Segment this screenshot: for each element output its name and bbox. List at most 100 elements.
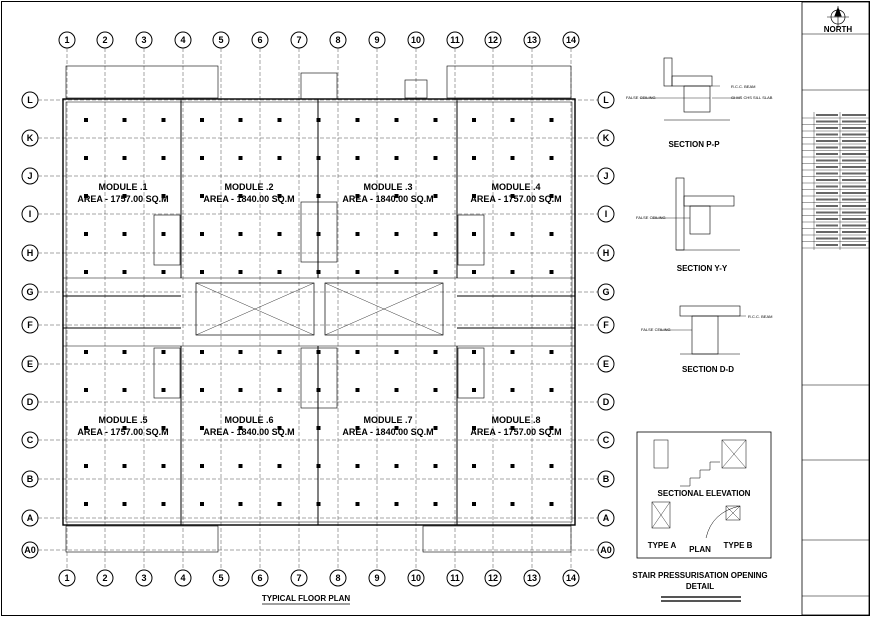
grid-bubble-label: 12 (488, 35, 498, 45)
column (510, 502, 515, 506)
column (316, 502, 321, 506)
grid-bubble-label: J (603, 171, 608, 181)
column (277, 118, 282, 122)
grid-bubble-col-3-top: 3 (135, 31, 153, 49)
column (316, 118, 321, 122)
section-yy-label-ceiling: FALSE CEILING (636, 215, 666, 220)
column (316, 350, 321, 354)
grid-bubble-row-C-right: C (597, 431, 615, 449)
column (84, 194, 88, 198)
structural-columns (84, 118, 554, 506)
grid-bubble-row-F-right: F (597, 316, 615, 334)
grid-bubble-row-I-right: I (597, 205, 615, 223)
grid-bubble-label: G (26, 287, 33, 297)
section-dd-label-ceiling: FALSE CEILING (641, 327, 671, 332)
grid-bubble-label: 9 (374, 35, 379, 45)
grid-bubble-label: 4 (180, 573, 185, 583)
module-area: AREA - 1757.00 SQ.M (470, 427, 561, 437)
service-blocks (65, 65, 572, 553)
section-d-d (660, 305, 746, 355)
column (355, 194, 360, 198)
grid-bubble-label: F (27, 320, 33, 330)
column (200, 464, 204, 468)
column (433, 426, 438, 430)
grid-bubble-row-D-right: D (597, 393, 615, 411)
grid-bubble-row-K-left: K (21, 129, 39, 147)
column (238, 118, 243, 122)
column (161, 194, 166, 198)
grid-bubble-row-H-right: H (597, 244, 615, 262)
module-name: MODULE .8 (491, 415, 540, 425)
stair-detail-box (636, 431, 772, 559)
grid-bubble-row-A-right: A (597, 509, 615, 527)
column (200, 156, 204, 160)
column (316, 388, 321, 392)
column (510, 388, 515, 392)
grid-bubble-label: 8 (335, 573, 340, 583)
title-block (801, 1, 870, 616)
grid-bubble-col-6-top: 6 (251, 31, 269, 49)
column (355, 502, 360, 506)
grid-bubble-label: 1 (64, 35, 69, 45)
grid-bubble-col-14-bottom: 14 (562, 569, 580, 587)
grid-bubble-label: C (27, 435, 34, 445)
grid-bubble-label: 2 (102, 573, 107, 583)
grid-bubble-row-E-right: E (597, 355, 615, 373)
column (510, 156, 515, 160)
column (238, 464, 243, 468)
column (355, 464, 360, 468)
grid-bubble-col-1-bottom: 1 (58, 569, 76, 587)
section-pp-label-ceiling: FALSE CEILING (626, 95, 656, 100)
grid-bubble-label: B (603, 474, 610, 484)
column (238, 232, 243, 236)
column (122, 156, 127, 160)
grid-bubble-label: 13 (527, 573, 537, 583)
column (84, 502, 88, 506)
column (394, 156, 399, 160)
section-pp-label-sill: GI MS CHS SILL SLAB (731, 95, 773, 100)
column (277, 270, 282, 274)
column (549, 426, 554, 430)
column (200, 502, 204, 506)
column (84, 388, 88, 392)
grid-bubble-label: G (602, 287, 609, 297)
grid-bubble-label: 4 (180, 35, 185, 45)
module-area: AREA - 1840.00 SQ.M (342, 194, 433, 204)
column (200, 118, 204, 122)
grid-bubble-label: J (27, 171, 32, 181)
column (510, 350, 515, 354)
column (84, 426, 88, 430)
column (472, 388, 476, 392)
module-area: AREA - 1757.00 SQ.M (470, 194, 561, 204)
column (200, 194, 204, 198)
grid-bubble-label: L (603, 95, 609, 105)
grid-bubble-row-B-right: B (597, 470, 615, 488)
column (84, 156, 88, 160)
column (277, 388, 282, 392)
grid-bubble-label: D (603, 397, 610, 407)
plan-title: TYPICAL FLOOR PLAN (262, 594, 351, 603)
grid-bubble-row-B-left: B (21, 470, 39, 488)
column (433, 388, 438, 392)
grid-bubble-label: 7 (296, 35, 301, 45)
grid-bubble-col-2-top: 2 (96, 31, 114, 49)
column (84, 350, 88, 354)
column (161, 118, 166, 122)
grid-bubble-label: 13 (527, 35, 537, 45)
column (277, 194, 282, 198)
grid-bubble-label: A (603, 513, 610, 523)
column (472, 270, 476, 274)
grid-bubble-row-A-left: A (21, 509, 39, 527)
column (433, 156, 438, 160)
column (355, 426, 360, 430)
column (238, 502, 243, 506)
grid-bubble-label: H (603, 248, 610, 258)
column (472, 502, 476, 506)
grid-bubble-col-11-bottom: 11 (446, 569, 464, 587)
section-pp-title: SECTION P-P (668, 140, 720, 149)
north-arrow-icon (827, 6, 849, 28)
grid-bubble-col-14-top: 14 (562, 31, 580, 49)
grid-bubble-col-5-top: 5 (212, 31, 230, 49)
